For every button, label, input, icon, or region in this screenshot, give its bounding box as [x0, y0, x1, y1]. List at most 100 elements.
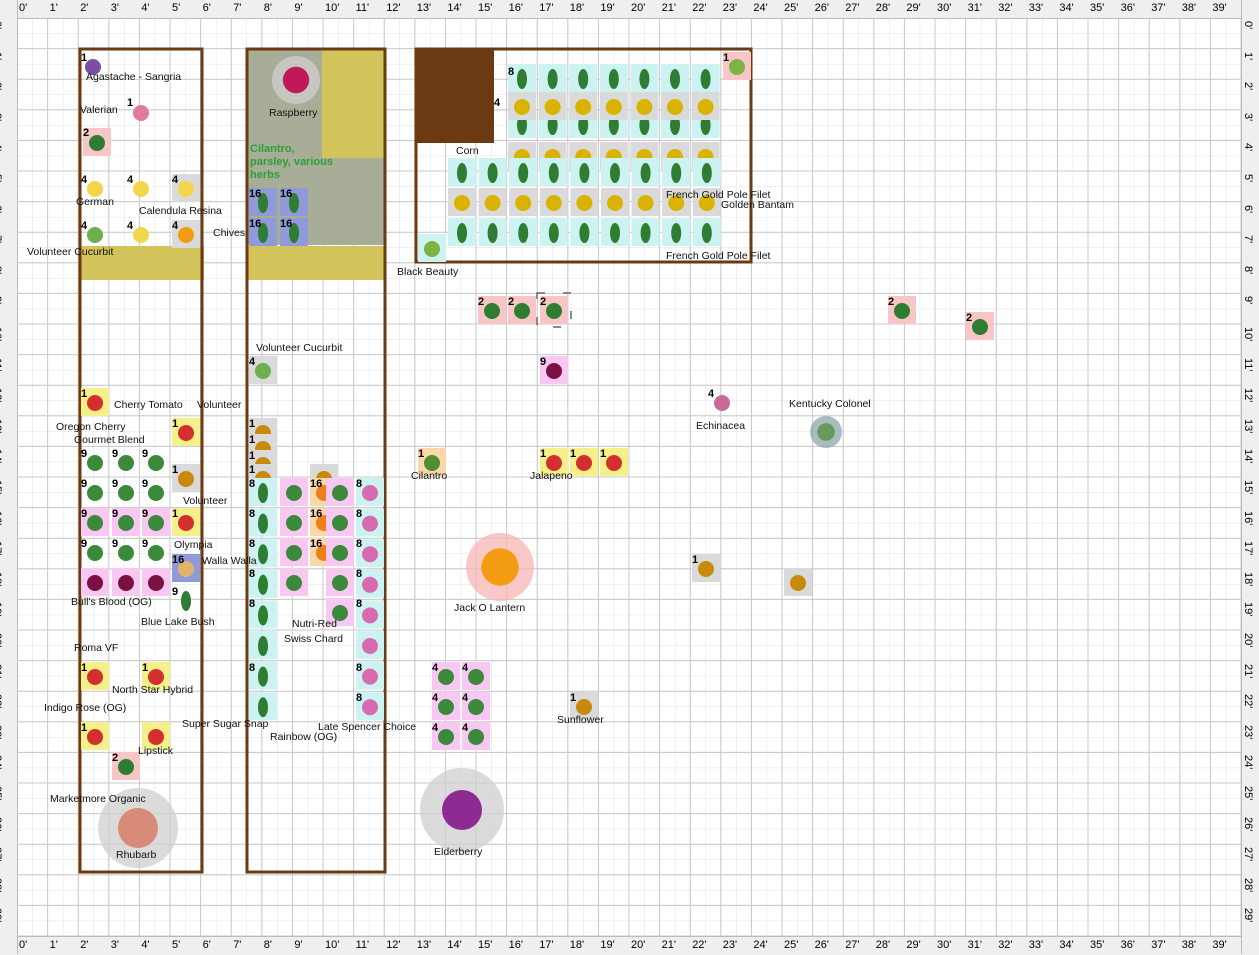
bean-icon[interactable] [181, 591, 191, 611]
echinacea-icon[interactable] [714, 395, 730, 411]
plant-label[interactable]: French Gold Pole Filet [666, 189, 771, 201]
corn-icon[interactable] [544, 99, 561, 115]
plant-label[interactable]: Indigo Rose (OG) [44, 702, 127, 714]
sweetpea-icon[interactable] [362, 576, 378, 593]
plant-label[interactable]: German [76, 196, 114, 208]
squash-icon[interactable] [424, 241, 440, 257]
rhubarb-icon[interactable] [118, 808, 158, 848]
bean-icon[interactable] [517, 69, 527, 89]
tomato-icon[interactable] [178, 515, 194, 531]
plant-label[interactable]: Chives [213, 227, 246, 239]
tomato-icon[interactable] [87, 669, 103, 685]
bean-icon[interactable] [258, 574, 268, 595]
lavender-icon[interactable] [85, 59, 101, 75]
lettuce-icon[interactable] [118, 455, 134, 471]
corn-icon[interactable] [576, 195, 593, 211]
corn-icon[interactable] [514, 99, 530, 115]
sweetpea-icon[interactable] [362, 607, 378, 624]
lettuce-icon[interactable] [332, 485, 348, 501]
bean-icon[interactable] [457, 223, 467, 243]
lettuce-icon[interactable] [468, 669, 484, 685]
sweetpea-icon[interactable] [362, 515, 378, 532]
squash-icon[interactable] [729, 59, 745, 75]
plant-label[interactable]: Corn [456, 145, 479, 157]
pepper-icon[interactable] [576, 455, 592, 471]
pepper-icon[interactable] [606, 455, 622, 471]
bean-icon[interactable] [700, 69, 711, 89]
plant-label[interactable]: Kentucky Colonel [789, 398, 871, 410]
beet-icon[interactable] [148, 575, 164, 591]
plant-label[interactable]: Lipstick [138, 745, 174, 757]
daisy-icon[interactable] [133, 181, 149, 197]
corn-icon[interactable] [575, 99, 592, 115]
lettuce-icon[interactable] [118, 545, 134, 561]
plant-label[interactable]: Volunteer [183, 495, 228, 507]
raspberry-icon[interactable] [282, 66, 310, 94]
bean-icon[interactable] [671, 163, 682, 183]
bean-icon[interactable] [258, 605, 268, 626]
plant-label[interactable]: Sunflower [557, 714, 604, 726]
corn-bed[interactable] [414, 47, 753, 264]
daisy-icon[interactable] [87, 181, 103, 197]
cucumber-icon[interactable] [972, 319, 988, 335]
plant-label[interactable]: Walla Walla [202, 555, 257, 567]
elderberry-icon[interactable] [442, 790, 482, 830]
squashsm-icon[interactable] [87, 227, 103, 243]
tomato-icon[interactable] [87, 395, 103, 411]
bean-icon[interactable] [640, 223, 651, 243]
plant-label[interactable]: Olympia [174, 539, 213, 551]
bean-icon[interactable] [518, 163, 529, 183]
corn-icon[interactable] [515, 195, 532, 211]
cucumber-icon[interactable] [514, 303, 530, 319]
corn-icon[interactable] [545, 195, 562, 211]
cucumber-icon[interactable] [546, 303, 562, 319]
plant-label[interactable]: Golden Bantam [721, 199, 794, 211]
calendula-icon[interactable] [178, 227, 194, 243]
bean-icon[interactable] [610, 223, 620, 243]
left-bed[interactable] [78, 47, 204, 874]
sunflower-icon[interactable] [698, 561, 714, 577]
bean-icon[interactable] [487, 223, 498, 243]
plant-label[interactable]: Cherry Tomato [114, 399, 183, 411]
bean-icon[interactable] [258, 666, 268, 687]
lettuce-icon[interactable] [286, 485, 302, 501]
tomato-icon[interactable] [178, 425, 194, 441]
mint-icon[interactable] [817, 423, 835, 441]
sweetpea-icon[interactable] [362, 699, 378, 716]
pepper-icon[interactable] [148, 729, 164, 745]
plant-label[interactable]: Swiss Chard [284, 633, 343, 645]
plant-label[interactable]: Rainbow (OG) [270, 731, 338, 743]
sweetpea-icon[interactable] [362, 485, 378, 501]
chive-icon[interactable] [258, 193, 268, 213]
squashsm-icon[interactable] [255, 363, 271, 379]
cilantro-icon[interactable] [424, 455, 440, 471]
bean-icon[interactable] [258, 483, 268, 503]
lettuce-icon[interactable] [286, 515, 302, 531]
plant-label[interactable]: Roma VF [74, 642, 119, 654]
plant-label[interactable]: Super Sugar Snap [182, 718, 269, 730]
plant-label[interactable]: Jack O Lantern [454, 602, 526, 614]
tomato-icon[interactable] [87, 729, 103, 745]
plant-label[interactable]: Elderberry [434, 846, 483, 858]
corn-icon[interactable] [454, 195, 470, 211]
beet-icon[interactable] [546, 363, 562, 379]
chive-icon[interactable] [289, 193, 299, 213]
lettuce-icon[interactable] [468, 699, 484, 715]
bean-icon[interactable] [670, 69, 680, 89]
corn-icon[interactable] [698, 195, 715, 211]
lettuce-icon[interactable] [332, 605, 348, 621]
bean-icon[interactable] [579, 163, 590, 183]
cucumber-icon[interactable] [894, 303, 910, 319]
bean-icon[interactable] [608, 69, 619, 89]
plant-label[interactable]: Volunteer [197, 399, 242, 411]
plant-label[interactable]: Volunteer Cucurbit [256, 342, 343, 354]
lettuce-icon[interactable] [148, 515, 164, 531]
bean-icon[interactable] [579, 223, 590, 243]
plant-label[interactable]: French Gold Pole Filet [666, 250, 771, 262]
plant-label[interactable]: Black Beauty [397, 266, 459, 278]
bean-icon[interactable] [701, 223, 712, 243]
lettuce-icon[interactable] [438, 669, 454, 685]
plant-label[interactable]: Agastache - Sangria [86, 71, 182, 83]
